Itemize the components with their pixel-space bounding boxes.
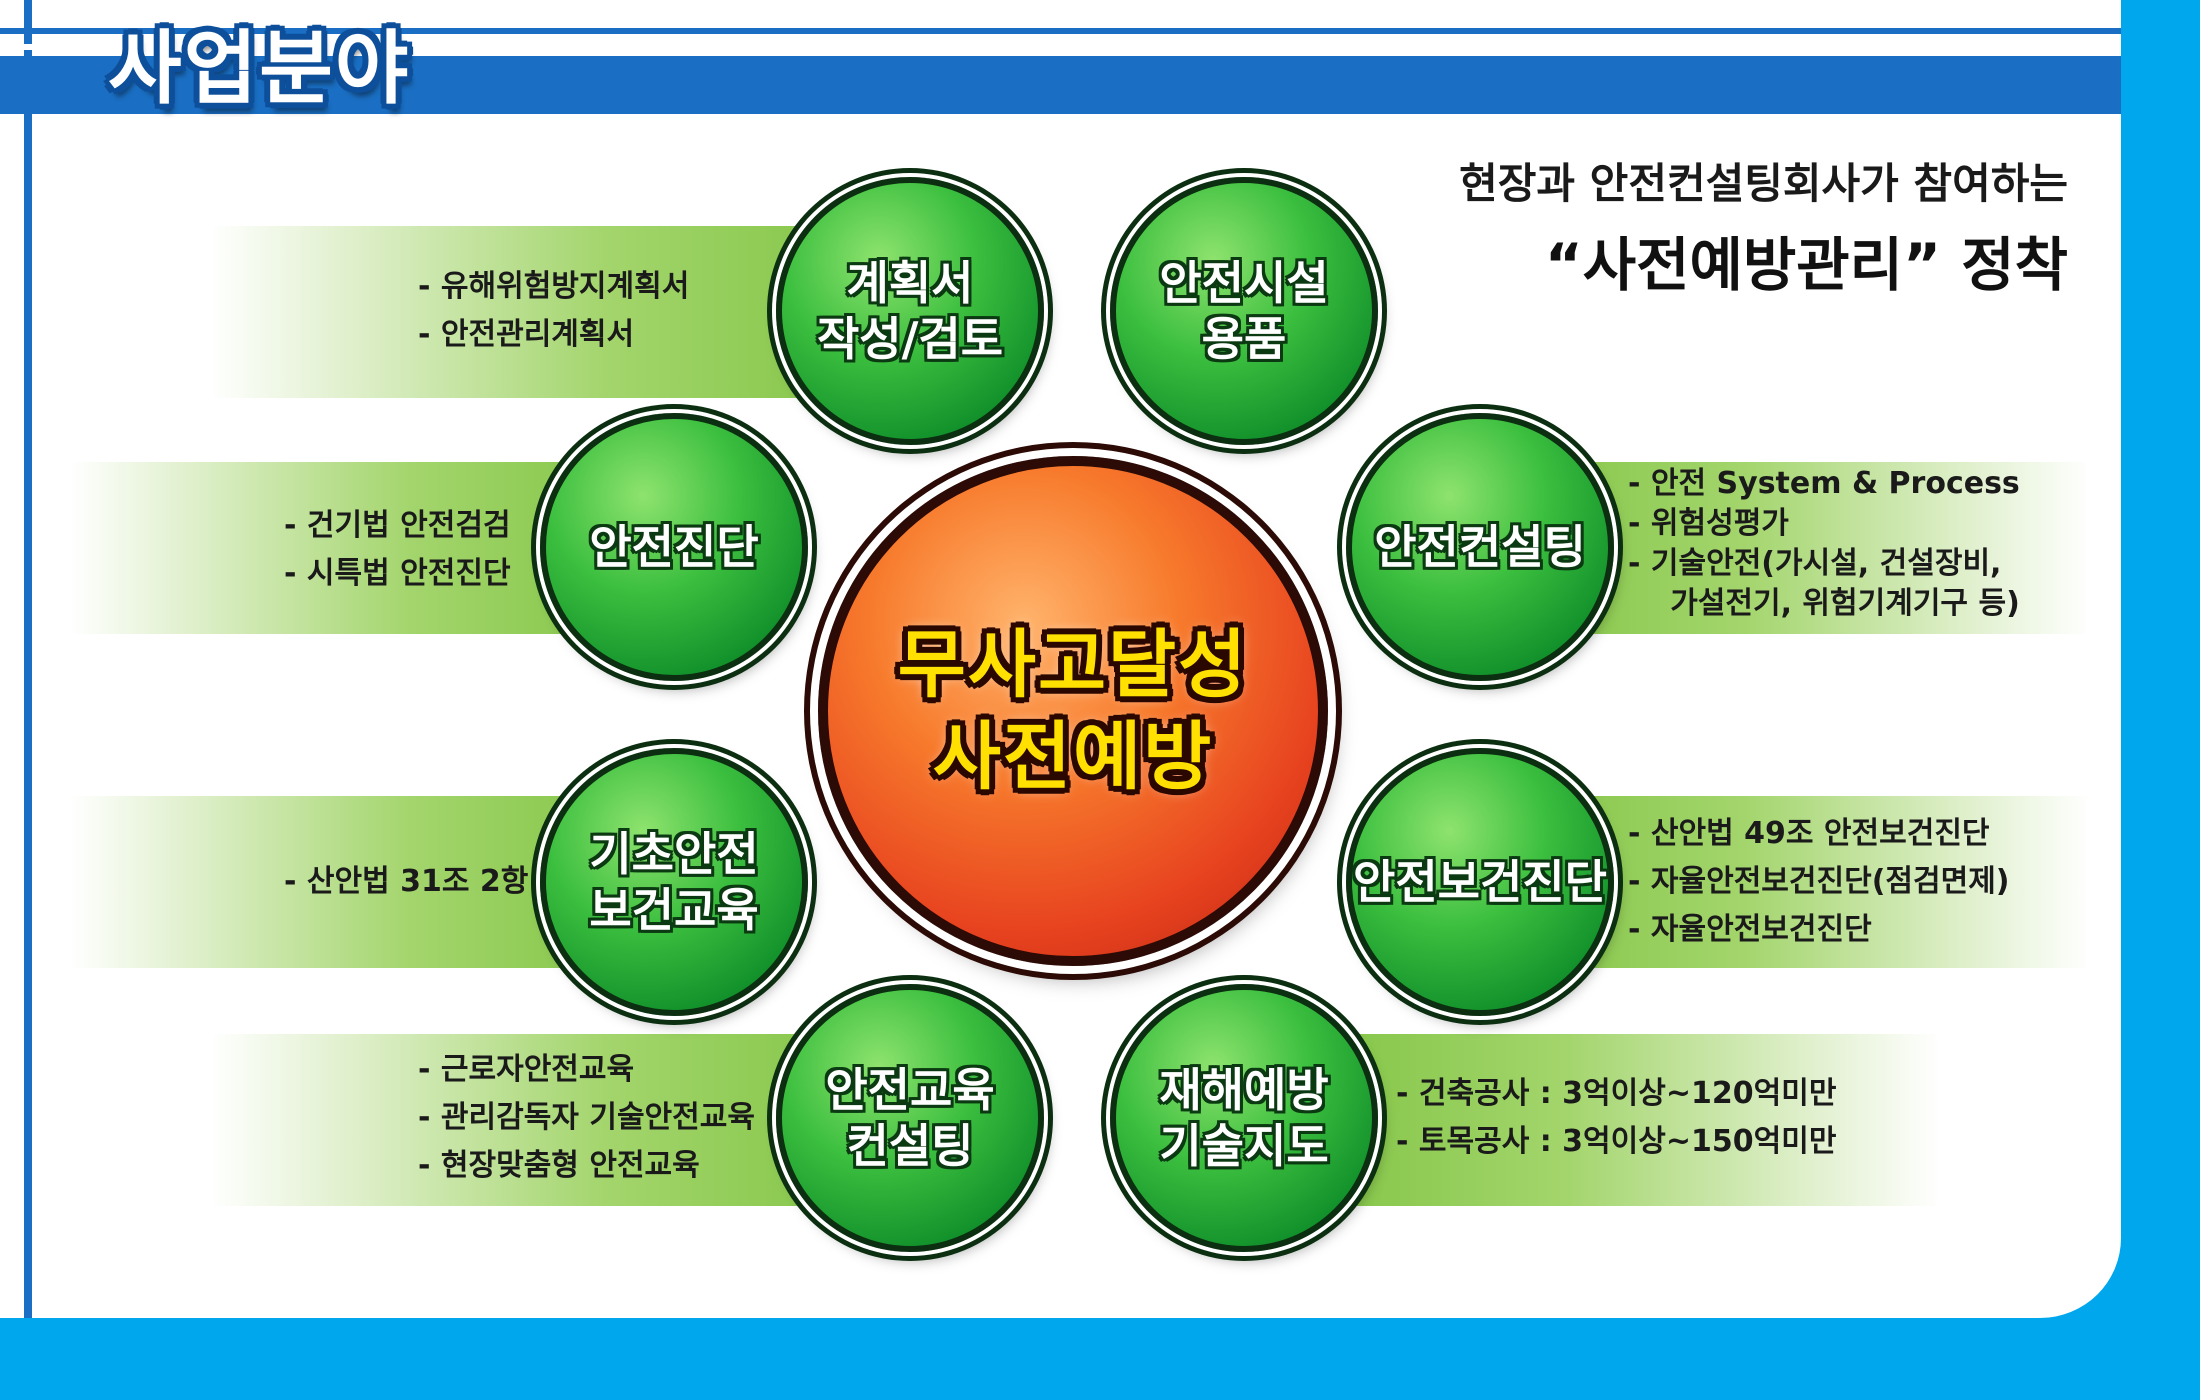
- headline-line1: 현장과 안전컨설팅회사가 참여하는: [1459, 159, 2068, 208]
- bullet-item: - 근로자안전교육: [418, 1052, 635, 1087]
- bullets-plan: - 유해위험방지계획서 - 안전관리계획서: [418, 263, 689, 359]
- bullet-item: - 산안법 49조 안전보건진단: [1628, 816, 1990, 851]
- headline-line2: “사전예방관리” 정착: [1544, 231, 2068, 299]
- bullet-item: - 산안법 31조 2항: [284, 864, 529, 899]
- bottom-frame-bar: [0, 1318, 2200, 1400]
- bullets-diagnosis: - 건기법 안전검검 - 시특법 안전진단: [284, 502, 511, 598]
- bullet-item: - 기술안전(가시설, 건설장비,: [1628, 546, 2002, 581]
- bullet-item: - 현장맞춤형 안전교육: [418, 1148, 700, 1183]
- bullet-item: - 안전관리계획서: [418, 317, 635, 352]
- bullets-consulting: - 안전 System & Process - 위험성평가 - 기술안전(가시설…: [1628, 464, 2020, 624]
- node-diagnosis: 안전진단: [540, 413, 808, 681]
- bullets-tech-guide: - 건축공사 : 3억이상~120억미만 - 토목공사 : 3억이상~150억미…: [1396, 1070, 1836, 1166]
- bullet-item: - 위험성평가: [1628, 506, 1789, 541]
- left-frame-line: [24, 0, 32, 1318]
- bullet-item: - 자율안전보건진단(점검면제): [1628, 864, 2010, 899]
- node-label: 안전진단: [589, 520, 759, 574]
- bullets-basic-edu: - 산안법 31조 2항: [284, 858, 528, 906]
- right-frame-bar: [2121, 0, 2200, 1400]
- bullet-item: - 관리감독자 기술안전교육: [418, 1100, 755, 1135]
- bullet-item: - 안전 System & Process: [1628, 466, 2020, 501]
- node-health-diag: 안전보건진단: [1346, 748, 1614, 1016]
- bullet-item: - 토목공사 : 3억이상~150억미만: [1396, 1124, 1837, 1159]
- bullet-item: - 건기법 안전검검: [284, 508, 511, 543]
- bullets-edu-consult: - 근로자안전교육 - 관리감독자 기술안전교육 - 현장맞춤형 안전교육: [418, 1046, 755, 1190]
- bullets-health-diag: - 산안법 49조 안전보건진단 - 자율안전보건진단(점검면제) - 자율안전…: [1628, 810, 2010, 954]
- node-label: 안전컨설팅: [1374, 520, 1586, 574]
- node-label: 안전보건진단: [1353, 855, 1607, 909]
- top-band: [0, 56, 2121, 114]
- frame-corner: [2040, 1238, 2121, 1318]
- top-white-gap: [0, 44, 2121, 50]
- section-title: 사업분야: [108, 22, 411, 115]
- bullet-item: - 유해위험방지계획서: [418, 269, 690, 304]
- bullet-item: 가설전기, 위험기계기구 등): [1670, 586, 2020, 621]
- top-thin-line: [0, 28, 2121, 34]
- node-consulting: 안전컨설팅: [1346, 413, 1614, 681]
- bullet-item: - 자율안전보건진단: [1628, 912, 1872, 947]
- bullet-item: - 시특법 안전진단: [284, 556, 511, 591]
- bullet-item: - 건축공사 : 3억이상~120억미만: [1396, 1076, 1837, 1111]
